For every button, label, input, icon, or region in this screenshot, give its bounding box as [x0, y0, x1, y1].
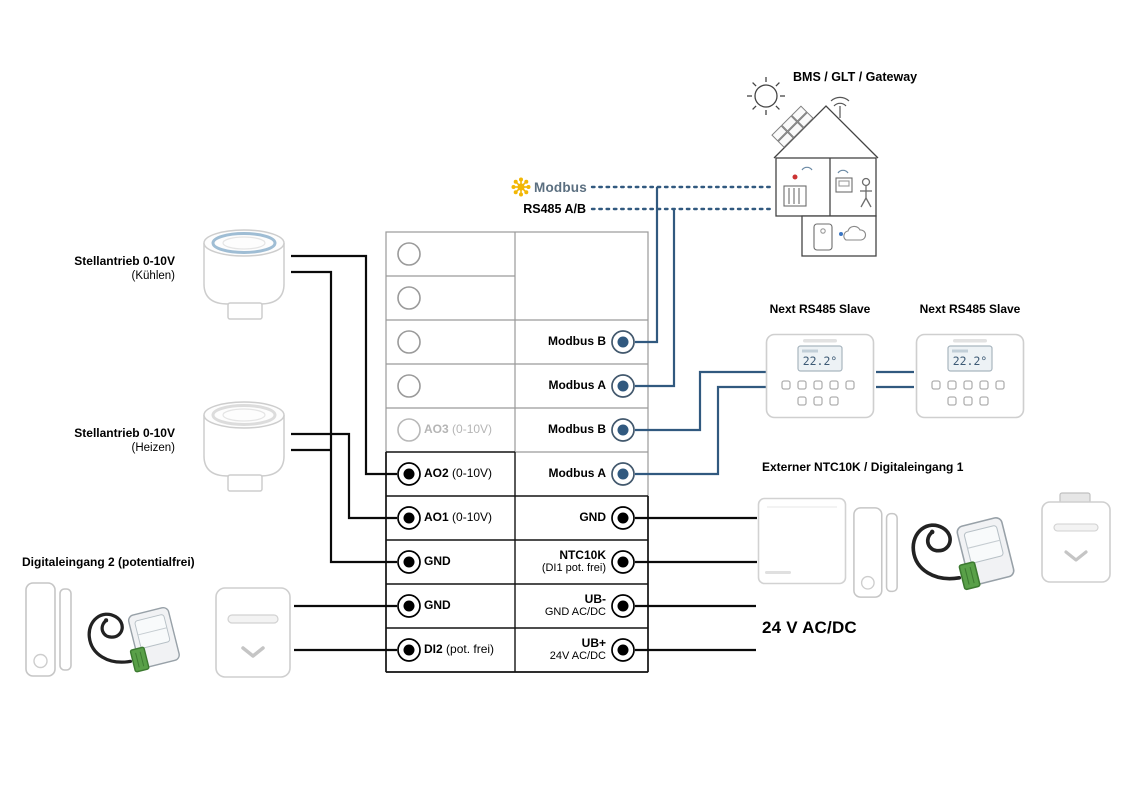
- terminals-left: [397, 242, 421, 662]
- wire-cooling-signal-ao2: [291, 254, 397, 476]
- terminal-gnd-right: [611, 506, 635, 530]
- terminal-ao1: [397, 506, 421, 530]
- terminal-label-gnd-right: GND: [579, 510, 606, 524]
- door-contact-sensor-icon: [25, 582, 72, 677]
- modbus-logo-icon: [511, 177, 531, 197]
- terminal-left-1: [397, 242, 421, 266]
- terminal-label-ao1: AO1 (0-10V): [424, 510, 493, 524]
- wire-cooling-gnd: [291, 270, 397, 564]
- terminal-ao3: [397, 418, 421, 442]
- terminal-label-gnd-2: GND: [424, 598, 451, 612]
- terminal-ntc10k: [611, 550, 635, 574]
- terminal-label-modbus-b-2: Modbus B: [548, 422, 606, 436]
- cool-dot: [839, 232, 843, 236]
- next-slave-label-1: Next RS485 Slave: [769, 302, 871, 316]
- rs485-label: RS485 A/B: [523, 202, 586, 216]
- terminal-ub-plus: [611, 638, 635, 662]
- terminal-label-gnd-1: GND: [424, 554, 451, 568]
- actuator-heating-label: Stellantrieb 0-10V (Heizen): [74, 426, 175, 454]
- modbus-logo-text: Modbus: [534, 180, 587, 195]
- boiler-icon: [813, 223, 833, 251]
- terminal-gnd-1: [397, 550, 421, 574]
- terminal-modbus-b-1: [611, 330, 635, 354]
- wire-modbus-b-slave: [635, 370, 766, 432]
- house-gateway-illustration: [747, 77, 879, 257]
- wall-thermostat-icon: [835, 177, 853, 193]
- key-card-switch-icon: [215, 587, 291, 678]
- terminal-di2: [397, 638, 421, 662]
- digital-input2-label: Digitaleingang 2 (potentialfrei): [22, 555, 195, 569]
- terminal-label-ao3-sub: (0-10V): [452, 422, 493, 436]
- key-card-switch-icon-right: [1041, 492, 1111, 583]
- sun-icon: [747, 77, 785, 115]
- terminal-left-3: [397, 330, 421, 354]
- cable-temperature-sensor-icon-right: [911, 517, 1015, 591]
- modbus-wires: [635, 187, 914, 476]
- terminal-modbus-a-2: [611, 462, 635, 486]
- thermostat-slave-2-image: 22.2°: [915, 333, 1025, 419]
- terminal-ub-minus: [611, 594, 635, 618]
- power-supply-label: 24 V AC/DC: [762, 618, 857, 637]
- terminal-label-ao2: AO2 (0-10V): [424, 466, 493, 480]
- thermostat-display-value-2: 22.2°: [953, 354, 988, 368]
- terminal-gnd-2: [397, 594, 421, 618]
- wall-sensor-icon: [757, 497, 847, 585]
- terminal-left-2: [397, 286, 421, 310]
- actuator-cooling-label: Stellantrieb 0-10V (Kühlen): [74, 254, 175, 282]
- actuator-cooling-image: [203, 229, 285, 320]
- terminal-label-ao3-main: AO3: [424, 422, 449, 436]
- terminal-block-grid: [385, 231, 649, 673]
- wifi-icon-left: [801, 166, 813, 171]
- wire-modbus-b-gateway: [635, 187, 659, 344]
- bms-gateway-label: BMS / GLT / Gateway: [793, 70, 918, 84]
- radiator-icon: [783, 185, 807, 207]
- cloud-icon: [843, 225, 867, 241]
- terminal-label-modbus-a-2: Modbus A: [548, 466, 606, 480]
- terminal-modbus-b-2: [611, 418, 635, 442]
- terminal-ao2: [397, 462, 421, 486]
- terminal-label-ub-minus: UB- GND AC/DC: [544, 592, 606, 618]
- terminals-right: [611, 330, 635, 662]
- terminal-label-ao3: AO3 (0-10V): [424, 421, 514, 437]
- heat-dot: [792, 174, 798, 180]
- terminal-label-ub-plus: UB+ 24V AC/DC: [549, 636, 606, 662]
- wifi-icon-right: [837, 169, 849, 174]
- terminal-left-4: [397, 374, 421, 398]
- modbus-dotted-wires: [590, 185, 774, 211]
- next-slave-label-2: Next RS485 Slave: [919, 302, 1021, 316]
- actuator-heating-image: [203, 401, 285, 492]
- terminal-label-di2: DI2 (pot. frei): [424, 642, 495, 656]
- solar-panel-icon: [771, 105, 814, 148]
- wire-heating-signal-ao1: [291, 432, 397, 520]
- thermostat-slave-1-image: 22.2°: [765, 333, 875, 419]
- door-contact-sensor-icon-right: [853, 507, 898, 598]
- person-icon: [860, 177, 872, 208]
- black-wires: [291, 254, 757, 652]
- cable-temperature-sensor-icon: [87, 606, 180, 673]
- wire-modbus-a-gateway: [635, 209, 676, 388]
- terminal-modbus-a-1: [611, 374, 635, 398]
- extern-sensor-label: Externer NTC10K / Digitaleingang 1: [762, 460, 964, 474]
- antenna-icon: [830, 96, 850, 118]
- terminal-label-modbus-a-1: Modbus A: [548, 378, 606, 392]
- terminal-label-modbus-b-1: Modbus B: [548, 334, 606, 348]
- terminal-label-ntc10k: NTC10K (DI1 pot. frei): [541, 548, 606, 574]
- wire-modbus-a-slave: [635, 385, 766, 476]
- thermostat-display-value-1: 22.2°: [803, 354, 838, 368]
